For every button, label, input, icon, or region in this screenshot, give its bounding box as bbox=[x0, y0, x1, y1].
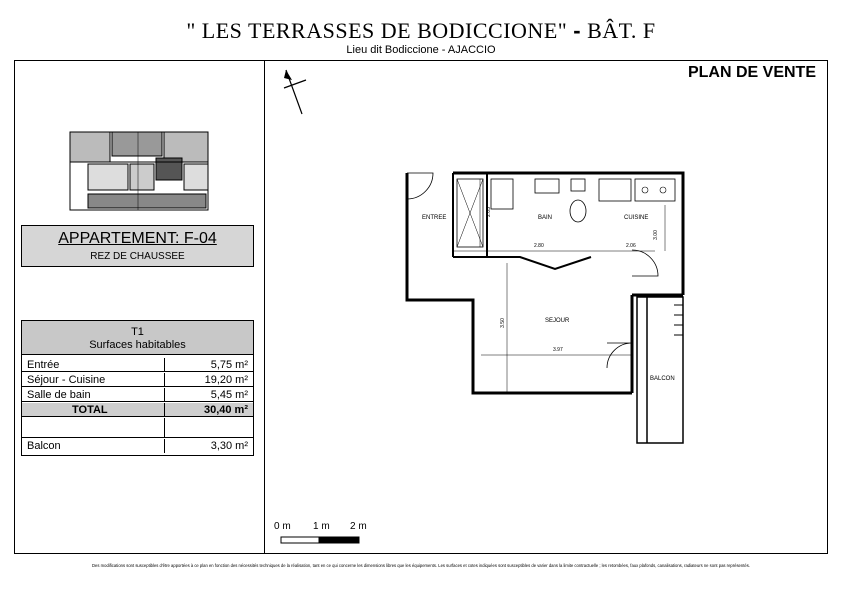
north-arrow-icon bbox=[283, 69, 307, 115]
dimension-label: 3.50 bbox=[499, 318, 506, 328]
scale-label-1: 1 m bbox=[313, 521, 330, 532]
frame-divider bbox=[264, 60, 265, 554]
dimension-label: 2.06 bbox=[626, 243, 636, 249]
page-frame bbox=[14, 60, 828, 554]
room-label-bain: BAIN bbox=[538, 215, 553, 221]
floor-plan bbox=[405, 171, 685, 444]
key-plan-thumbnail bbox=[69, 131, 209, 211]
room-label-entree: ENTREE bbox=[422, 215, 447, 221]
document-title: " LES TERRASSES DE BODICCIONE"-BÂT. F bbox=[186, 18, 656, 43]
document-subtitle: Lieu dit Bodiccione - AJACCIO bbox=[346, 44, 496, 56]
room-label-balcon: BALCON bbox=[650, 376, 675, 382]
scale-bar bbox=[280, 536, 360, 544]
legal-footnote: Des modifications sont susceptibles d'êt… bbox=[92, 563, 750, 568]
scale-label-0: 0 m bbox=[274, 521, 291, 532]
table-row: Séjour - Cuisine 19,20 m² bbox=[22, 373, 253, 387]
table-balcon-row: Balcon 3,30 m² bbox=[27, 439, 248, 453]
room-label-cuisine: CUISINE bbox=[624, 215, 649, 221]
apartment-label-box: APPARTEMENT: F-04 REZ DE CHAUSSEE bbox=[21, 225, 254, 267]
dimension-label: 3.97 bbox=[553, 347, 563, 353]
table-row: Salle de bain 5,45 m² bbox=[22, 388, 253, 402]
dimension-label: 2.80 bbox=[534, 243, 544, 249]
apartment-label: APPARTEMENT: F-04 bbox=[58, 230, 217, 247]
scale-label-2: 2 m bbox=[350, 521, 367, 532]
dimension-label: 3.00 bbox=[652, 230, 659, 240]
dimension-label: 2.05 bbox=[485, 207, 492, 217]
room-label-sejour: SEJOUR bbox=[545, 318, 570, 324]
apartment-level: REZ DE CHAUSSEE bbox=[90, 251, 185, 262]
surfaces-table: T1 Surfaces habitables Entrée 5,75 m² Sé… bbox=[21, 320, 254, 456]
surfaces-table-header: T1 Surfaces habitables bbox=[22, 321, 253, 355]
highlighted-unit bbox=[155, 157, 183, 181]
plan-title: PLAN DE VENTE bbox=[687, 64, 816, 81]
table-row: Entrée 5,75 m² bbox=[22, 358, 253, 372]
table-spacer-row bbox=[22, 418, 253, 438]
table-total-row: TOTAL 30,40 m² bbox=[22, 403, 253, 417]
